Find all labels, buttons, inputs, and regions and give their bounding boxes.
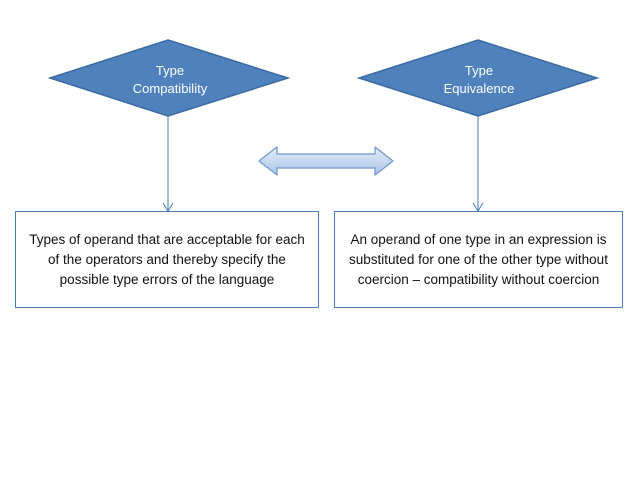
type-equivalence-label-line1: Type <box>464 63 494 78</box>
type-compatibility-description: Types of operand that are acceptable for… <box>29 231 305 287</box>
type-compatibility-label-line2: Compatibility <box>132 81 208 96</box>
type-equivalence-label: Type Equivalence <box>419 62 539 98</box>
type-compatibility-label-line1: Type <box>155 63 185 78</box>
type-equivalence-description-box: An operand of one type in an expression … <box>334 211 623 308</box>
type-compatibility-label: Type Compatibility <box>110 62 230 98</box>
type-equivalence-label-line2: Equivalence <box>443 81 515 96</box>
double-headed-arrow <box>258 146 394 176</box>
type-equivalence-description: An operand of one type in an expression … <box>349 231 608 287</box>
type-compatibility-description-box: Types of operand that are acceptable for… <box>15 211 319 308</box>
